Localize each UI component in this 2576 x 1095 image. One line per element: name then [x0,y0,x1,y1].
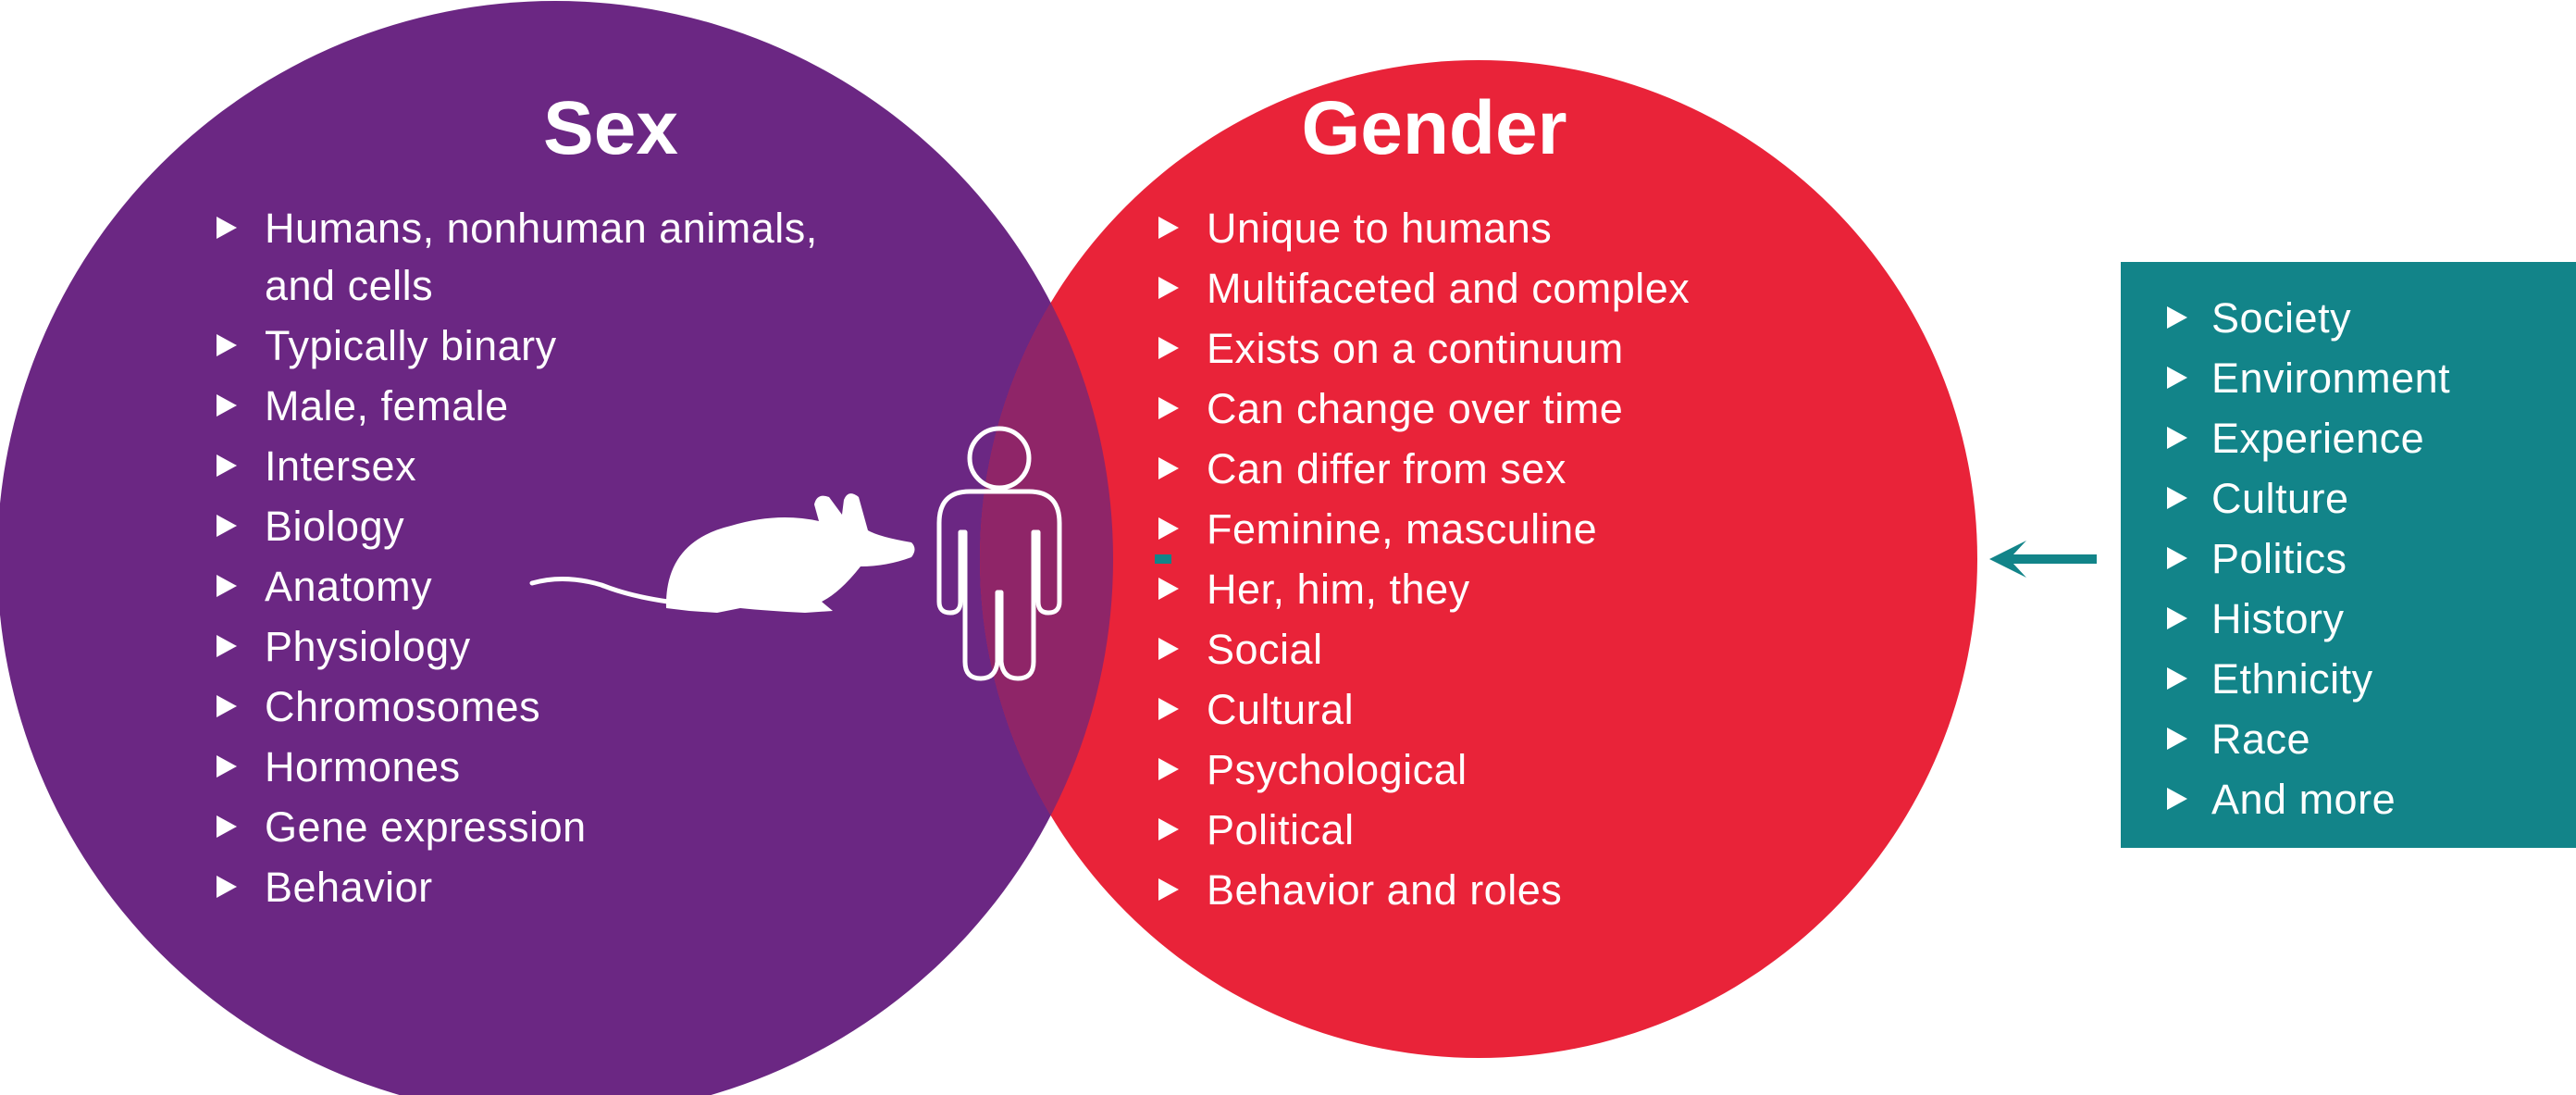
gender-circle [980,60,1977,1058]
sex-item: Humans, nonhuman animals, [215,198,918,258]
mouse-icon [529,493,915,613]
factors-list: Society Environment Experience Culture P… [2165,288,2450,829]
factor-item: Environment [2165,348,2450,408]
sex-item: Hormones [215,737,918,797]
factor-item: History [2165,589,2450,649]
factor-item: Society [2165,288,2450,348]
sex-item: Anatomy [215,556,918,616]
sex-item: Intersex [215,436,918,496]
gender-item: Feminine, masculine [1157,499,1860,559]
sex-item: Physiology [215,616,918,677]
factor-item: Experience [2165,408,2450,468]
gender-title: Gender [1301,86,1567,170]
sex-list: Humans, nonhuman animals, and cells Typi… [215,198,918,917]
gender-item: Psychological [1157,740,1860,800]
gender-item: Exists on a continuum [1157,318,1860,379]
gender-item: Political [1157,800,1860,860]
sex-item: Gene expression [215,797,918,857]
sex-item: Chromosomes [215,677,918,737]
gender-item: Unique to humans [1157,198,1860,258]
gender-list: Unique to humans Multifaceted and comple… [1157,198,1860,920]
gender-item: Social [1157,619,1860,679]
factor-item: And more [2165,769,2450,829]
gender-item: Can differ from sex [1157,439,1860,499]
sex-circle [0,1,1113,1095]
sex-title: Sex [543,86,678,170]
gender-item: Behavior and roles [1157,860,1860,920]
gender-item: Can change over time [1157,379,1860,439]
sex-item: Biology [215,496,918,556]
person-outline-icon [936,426,1062,681]
factors-box: Society Environment Experience Culture P… [2121,262,2576,848]
gender-item: Cultural [1157,679,1860,740]
gender-item: Her, him, they [1157,559,1860,619]
sex-item: Typically binary [215,316,918,376]
factor-item: Politics [2165,529,2450,589]
sex-item: Behavior [215,857,918,917]
factor-item: Culture [2165,468,2450,529]
arrow-left-icon [1155,541,2097,578]
gender-item: Multifaceted and complex [1157,258,1860,318]
factor-item: Ethnicity [2165,649,2450,709]
sex-item: and cells [265,262,434,309]
factor-item: Race [2165,709,2450,769]
sex-item: Male, female [215,376,918,436]
